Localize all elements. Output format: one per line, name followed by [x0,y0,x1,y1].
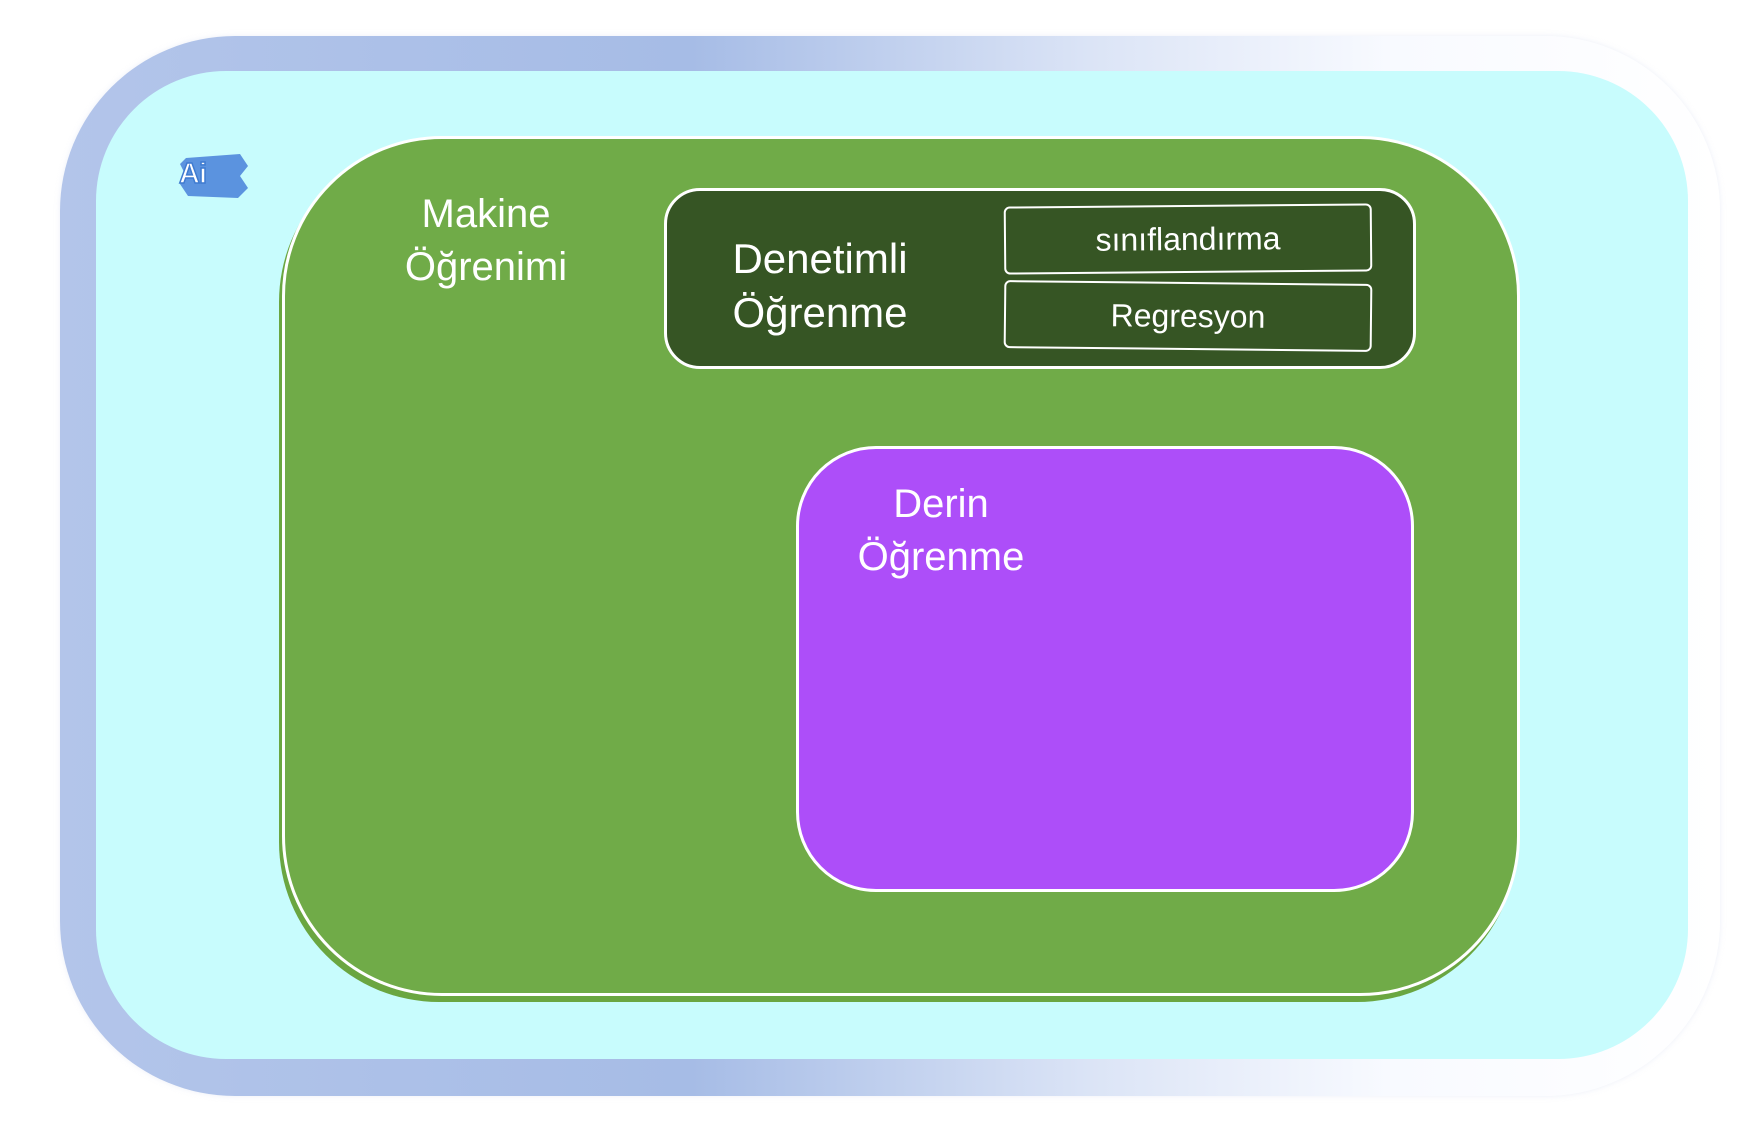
classification-box: sınıflandırma [1003,203,1373,275]
machine-learning-label: Makine Öğrenimi [382,188,590,294]
deep-learning-label-line1: Derin [893,482,989,526]
deep-learning-label: Derin Öğrenme [836,478,1046,584]
ai-logo-text: Ai [178,157,208,191]
supervised-learning-label: Denetimli Öğrenme [700,232,940,340]
supervised-learning-label-line1: Denetimli [732,235,908,282]
supervised-learning-label-line2: Öğrenme [732,289,908,336]
regression-box: Regresyon [1003,280,1373,352]
deep-learning-label-line2: Öğrenme [857,535,1025,579]
deep-learning-region [796,446,1414,892]
machine-learning-label-line1: Makine [421,192,551,236]
ai-badge-icon [180,154,248,198]
machine-learning-label-line2: Öğrenimi [404,245,568,289]
